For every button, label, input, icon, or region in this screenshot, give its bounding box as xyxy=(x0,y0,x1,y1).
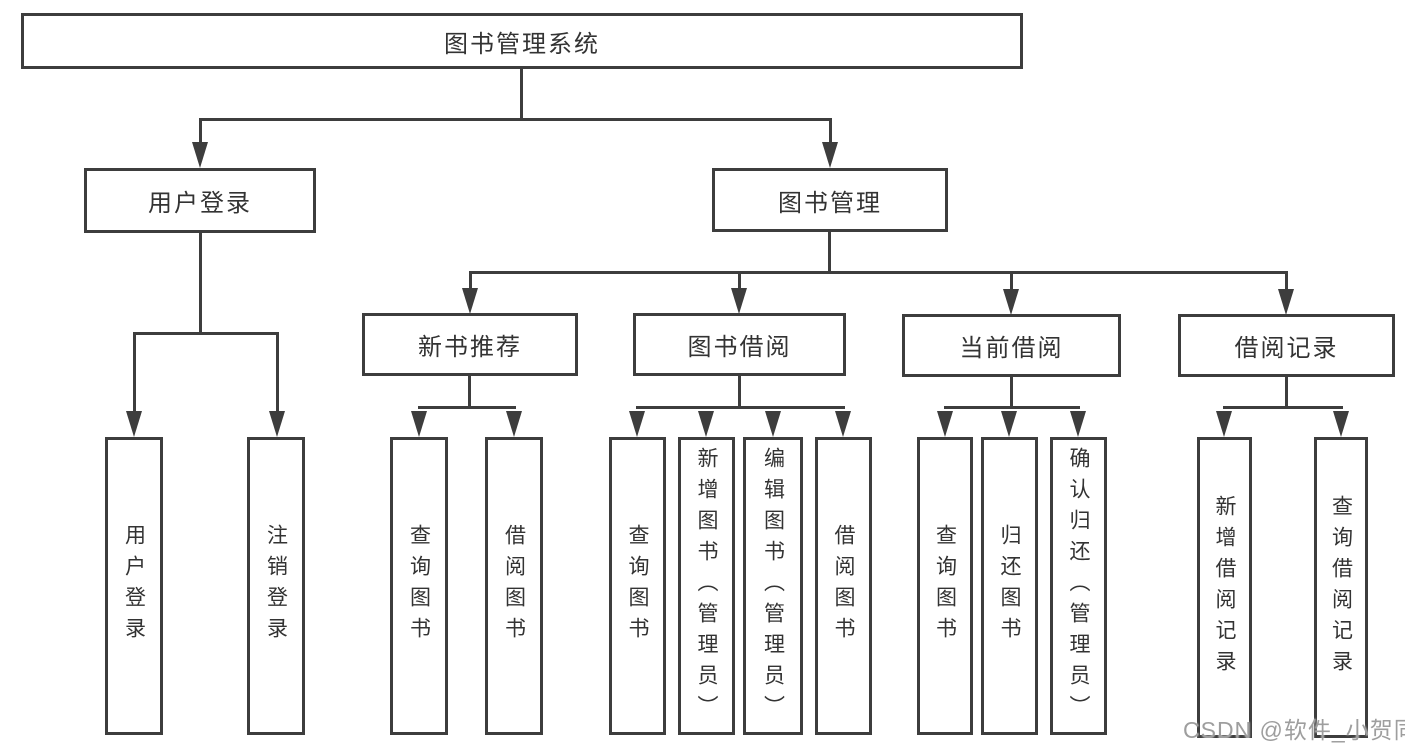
arrow-down-icon xyxy=(1333,411,1349,437)
leaf-query-borrow-record-label: 查询借阅记录 xyxy=(1329,494,1353,681)
leaf-add-books-admin-label: 新增图书（管理员） xyxy=(695,446,718,726)
leaf-user-login-label: 用户登录 xyxy=(122,524,146,648)
arrow-down-icon xyxy=(126,411,142,437)
leaf-query-books-current: 查询图书 xyxy=(917,437,973,735)
node-user-login-label: 用户登录 xyxy=(148,190,252,217)
node-root-label: 图书管理系统 xyxy=(444,30,600,58)
arrow-down-icon xyxy=(698,411,714,437)
arrow-down-icon xyxy=(506,411,522,437)
node-book-management-label: 图书管理 xyxy=(778,189,882,217)
arrow-down-icon xyxy=(765,411,781,437)
node-book-borrowing-label: 图书借阅 xyxy=(687,334,792,361)
csdn-watermark: CSDN @软件_小贺同学 xyxy=(1183,717,1405,743)
leaf-query-books-newrec-label: 查询图书 xyxy=(407,524,431,648)
connector-borrow-split xyxy=(636,406,845,409)
arrow-down-icon xyxy=(1070,411,1086,437)
leaf-edit-books-admin: 编辑图书（管理员） xyxy=(743,437,803,735)
connector-records-split xyxy=(1223,406,1343,409)
node-current-borrowing-label: 当前借阅 xyxy=(959,335,1064,362)
leaf-return-books: 归还图书 xyxy=(981,437,1038,735)
node-current-borrowing: 当前借阅 xyxy=(902,314,1121,377)
node-new-book-recommend-label: 新书推荐 xyxy=(418,334,522,361)
connector-current-split xyxy=(944,406,1080,409)
connector-login-stem xyxy=(199,233,202,335)
leaf-borrow-books-newrec-label: 借阅图书 xyxy=(502,524,526,648)
leaf-logout-label: 注销登录 xyxy=(264,524,288,648)
connector-newrec-stem xyxy=(468,376,471,409)
leaf-query-books-borrow: 查询图书 xyxy=(609,437,666,735)
arrow-down-icon xyxy=(1001,411,1017,437)
connector-mgmt-split xyxy=(469,271,1288,274)
arrow-down-icon xyxy=(822,142,838,168)
connector-mgmt-stem-4 xyxy=(1285,271,1288,291)
leaf-return-books-label: 归还图书 xyxy=(998,524,1021,648)
node-new-book-recommend: 新书推荐 xyxy=(362,313,578,376)
connector-root-left-stem xyxy=(199,118,202,148)
connector-records-stem xyxy=(1285,377,1288,409)
connector-login-left-stem xyxy=(133,332,136,414)
connector-current-stem xyxy=(1010,377,1013,409)
leaf-borrow-books-label: 借阅图书 xyxy=(832,524,855,648)
leaf-query-books-borrow-label: 查询图书 xyxy=(626,524,649,648)
arrow-down-icon xyxy=(835,411,851,437)
arrow-down-icon xyxy=(1216,411,1232,437)
node-borrow-records-label: 借阅记录 xyxy=(1234,335,1339,362)
connector-mgmt-stem-2 xyxy=(738,271,741,291)
arrow-down-icon xyxy=(1003,289,1019,315)
arrow-down-icon xyxy=(629,411,645,437)
connector-login-split xyxy=(133,332,279,335)
node-user-login: 用户登录 xyxy=(84,168,316,233)
leaf-confirm-return-admin: 确认归还（管理员） xyxy=(1050,437,1107,735)
leaf-user-login: 用户登录 xyxy=(105,437,163,735)
leaf-query-borrow-record: 查询借阅记录 xyxy=(1314,437,1368,738)
connector-borrow-stem xyxy=(738,376,741,409)
connector-mgmt-stem xyxy=(828,232,831,274)
arrow-down-icon xyxy=(462,288,478,314)
connector-root-split xyxy=(199,118,832,121)
leaf-add-books-admin: 新增图书（管理员） xyxy=(678,437,735,735)
leaf-logout: 注销登录 xyxy=(247,437,305,735)
connector-root-stem xyxy=(520,68,523,120)
node-book-borrowing: 图书借阅 xyxy=(633,313,846,376)
leaf-borrow-books-newrec: 借阅图书 xyxy=(485,437,543,735)
node-root-system: 图书管理系统 xyxy=(21,13,1023,69)
leaf-edit-books-admin-label: 编辑图书（管理员） xyxy=(761,446,785,726)
arrow-down-icon xyxy=(192,142,208,168)
leaf-add-borrow-record-label: 新增借阅记录 xyxy=(1213,494,1236,681)
leaf-query-books-newrec: 查询图书 xyxy=(390,437,448,735)
leaf-confirm-return-admin-label: 确认归还（管理员） xyxy=(1067,446,1090,726)
connector-login-right-stem xyxy=(276,332,279,414)
connector-mgmt-stem-1 xyxy=(469,271,472,291)
arrow-down-icon xyxy=(269,411,285,437)
connector-root-right-stem xyxy=(829,118,832,148)
leaf-borrow-books: 借阅图书 xyxy=(815,437,872,735)
arrow-down-icon xyxy=(937,411,953,437)
connector-mgmt-stem-3 xyxy=(1010,271,1013,291)
arrow-down-icon xyxy=(731,288,747,314)
node-book-management: 图书管理 xyxy=(712,168,948,232)
connector-newrec-split xyxy=(418,406,516,409)
arrow-down-icon xyxy=(1278,289,1294,315)
leaf-query-books-current-label: 查询图书 xyxy=(933,524,957,648)
leaf-add-borrow-record: 新增借阅记录 xyxy=(1197,437,1252,738)
node-borrow-records: 借阅记录 xyxy=(1178,314,1395,377)
arrow-down-icon xyxy=(411,411,427,437)
